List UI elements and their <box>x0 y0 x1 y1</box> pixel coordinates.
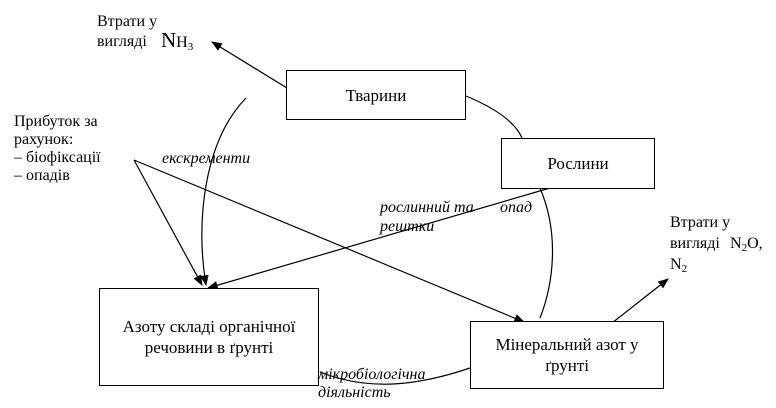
edge-label-microbial: мікробіологічна діяльність <box>318 366 448 402</box>
node-plants: Рослини <box>501 138 655 189</box>
arc-animals-to-organic <box>200 97 247 287</box>
arc-animals-to-plants <box>465 95 523 139</box>
nh3-n: N <box>161 28 177 52</box>
plant-residues-text: рослинний та рештки <box>380 199 474 235</box>
n2o-formula: N2O, <box>730 233 763 259</box>
loss-n2o-text: Втрати у вигляді <box>670 214 731 252</box>
inputs-item: – опадів <box>14 167 70 184</box>
n2-sub: 2 <box>681 263 688 275</box>
inputs-heading: Прибуток за рахунок: <box>14 113 98 148</box>
loss-nh3-text: Втрати у вигляді <box>97 13 158 50</box>
n2-n: N <box>670 256 682 273</box>
nh3-formula: NH3 <box>161 30 193 57</box>
node-mineral-nitrogen: Мінеральний азот у ґрунті <box>470 321 664 389</box>
n2o-o: O, <box>747 235 763 252</box>
node-plants-label: Рослини <box>547 154 609 173</box>
loss-n2o-label: Втрати у вигляді N2O, N2 <box>670 212 763 280</box>
inputs-block: Прибуток за рахунок: – біофіксації – опа… <box>14 113 126 185</box>
n2o-n: N <box>730 235 742 252</box>
arrow-mineral-to-n2o-loss <box>611 278 669 324</box>
n2o-sub: 2 <box>741 242 748 254</box>
loss-nh3-label: Втрати у вигляді NH3 <box>97 12 193 53</box>
node-organic-nitrogen: Азоту складі органічної речовини в ґрунт… <box>99 288 319 386</box>
arrow-plants-to-organic <box>206 187 551 290</box>
nh3-sub: 3 <box>187 41 194 53</box>
arc-organic-to-mineral <box>319 367 471 385</box>
nh3-h: H <box>176 34 188 51</box>
arrow-inputs-to-organic <box>133 159 203 286</box>
node-animals-label: Тварини <box>345 85 407 105</box>
edge-label-plant-residues: рослинний та рештки <box>380 198 476 236</box>
edge-label-excrements: екскременти <box>162 150 251 167</box>
edge-label-litter: опад <box>500 199 533 216</box>
arc-plants-to-mineral <box>539 187 554 319</box>
inputs-item: – біофіксації <box>14 149 101 166</box>
microbial-text: мікробіологічна діяльність <box>318 366 426 401</box>
node-animals: Тварини <box>286 70 466 120</box>
n2-formula: N2 <box>670 254 746 280</box>
node-mineral-label: Мінеральний азот у ґрунті <box>495 335 639 375</box>
node-organic-label: Азоту складі органічної речовини в ґрунт… <box>122 317 296 357</box>
arrow-inputs-to-mineral <box>133 159 525 323</box>
arrow-animals-to-nh3-loss <box>211 41 288 89</box>
